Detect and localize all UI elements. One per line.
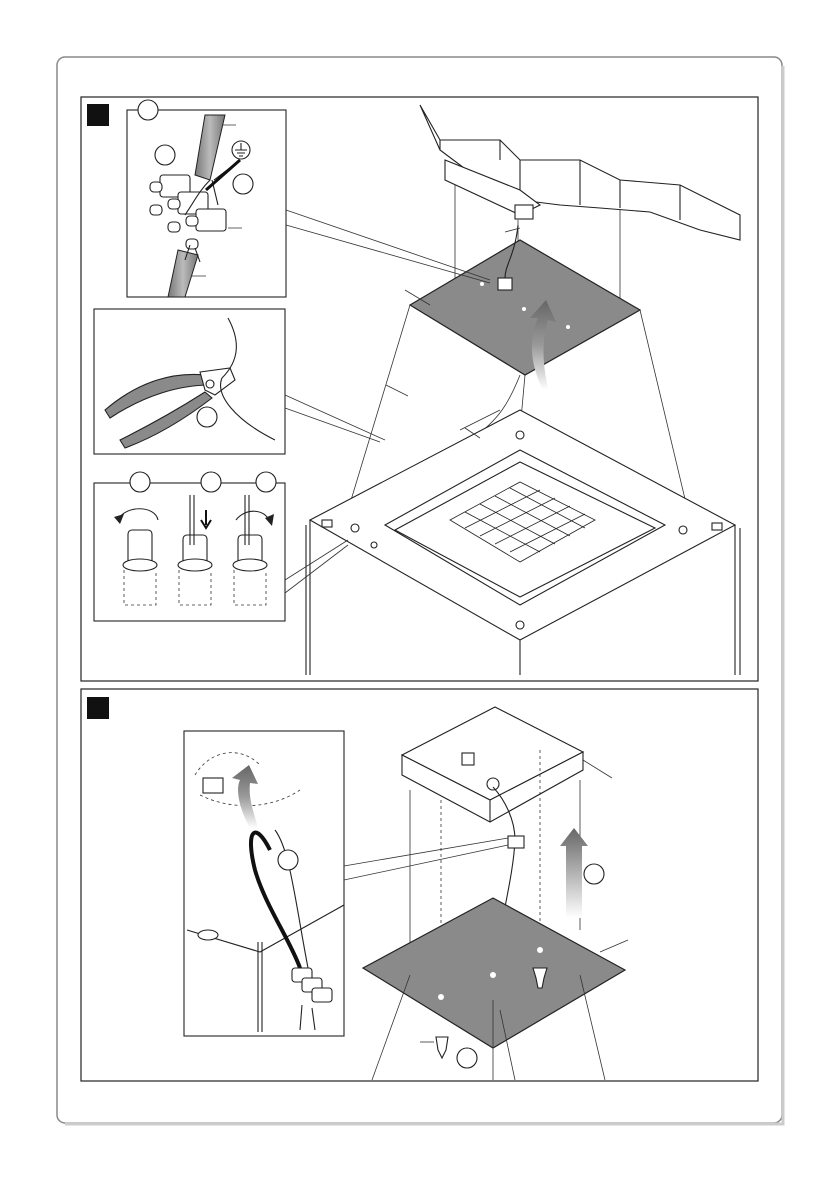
panel-1 xyxy=(81,97,758,681)
panel-2 xyxy=(81,689,758,1081)
step-b-marker xyxy=(201,472,221,492)
step-a-marker xyxy=(130,472,150,492)
ground-earth-symbol xyxy=(232,141,250,159)
step-marker-1 xyxy=(87,104,109,126)
step-c-marker xyxy=(256,472,276,492)
step-marker-2 xyxy=(87,697,109,719)
